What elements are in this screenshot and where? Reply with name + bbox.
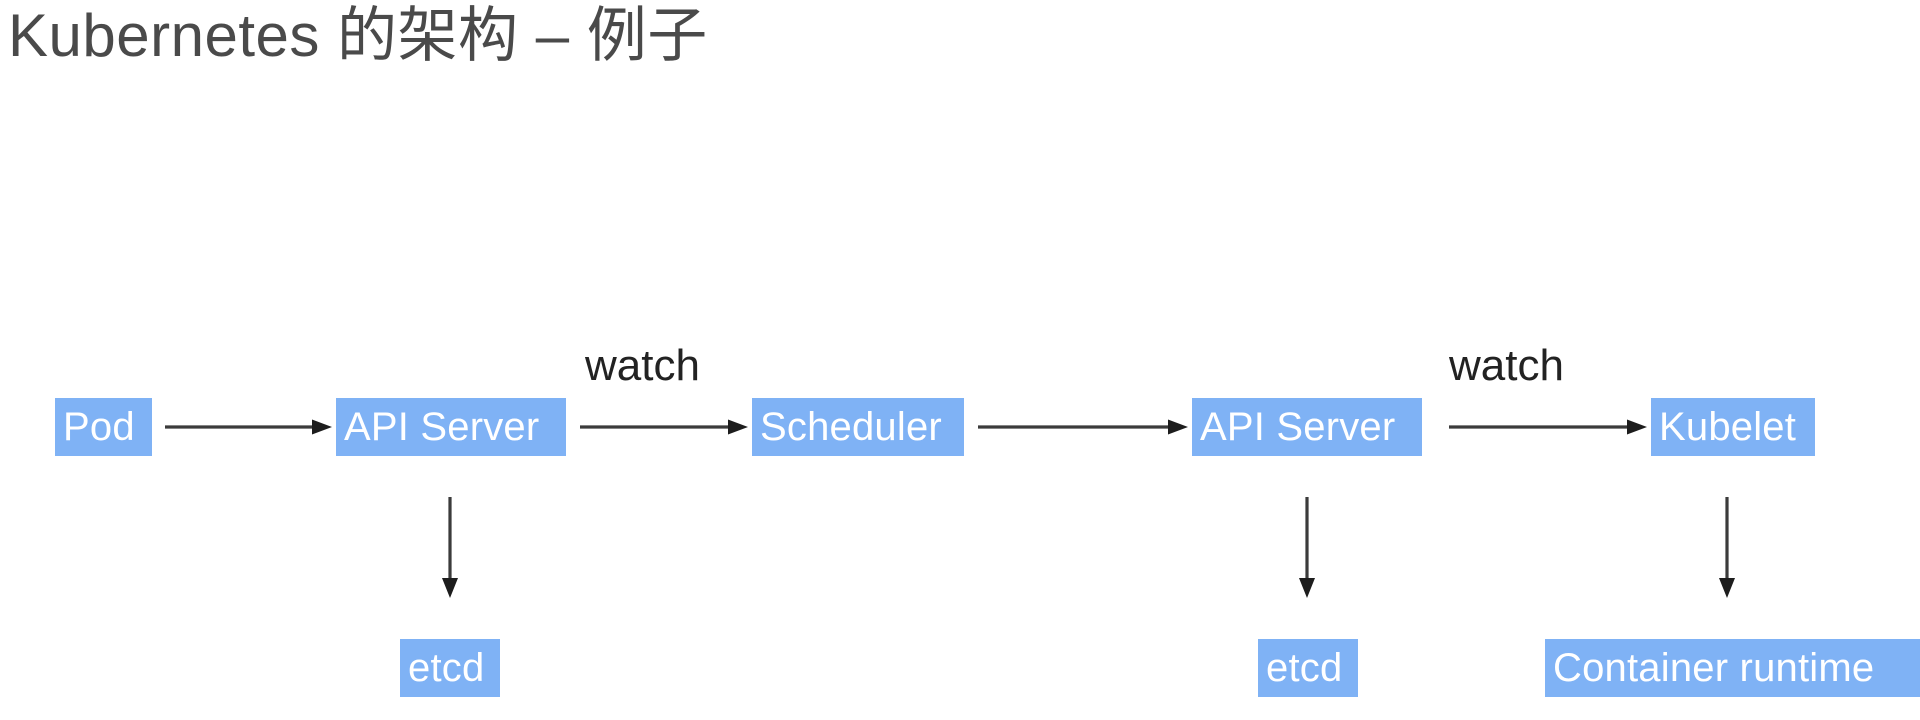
node-container-runtime[interactable]: Container runtime — [1545, 639, 1920, 697]
node-scheduler[interactable]: Scheduler — [752, 398, 964, 456]
edge-label-watch-2: watch — [1449, 341, 1564, 390]
node-api-server-1[interactable]: API Server — [336, 398, 566, 456]
edge-label-watch-1: watch — [585, 341, 700, 390]
arrow-scheduler-to-api-server-2 — [978, 419, 1188, 435]
node-kubelet[interactable]: Kubelet — [1651, 398, 1815, 456]
arrow-kubelet-to-container-runtime — [1719, 497, 1735, 598]
node-etcd-1[interactable]: etcd — [400, 639, 500, 697]
arrow-api-server-2-to-kubelet — [1449, 419, 1647, 435]
arrow-api-server-1-to-etcd-1 — [442, 497, 458, 598]
node-api-server-2[interactable]: API Server — [1192, 398, 1422, 456]
node-pod[interactable]: Pod — [55, 398, 152, 456]
arrow-api-server-1-to-scheduler — [580, 419, 748, 435]
page-title: Kubernetes 的架构 – 例子 — [8, 2, 708, 69]
arrow-pod-to-api-server-1 — [165, 419, 332, 435]
node-etcd-2[interactable]: etcd — [1258, 639, 1358, 697]
arrow-api-server-2-to-etcd-2 — [1299, 497, 1315, 598]
